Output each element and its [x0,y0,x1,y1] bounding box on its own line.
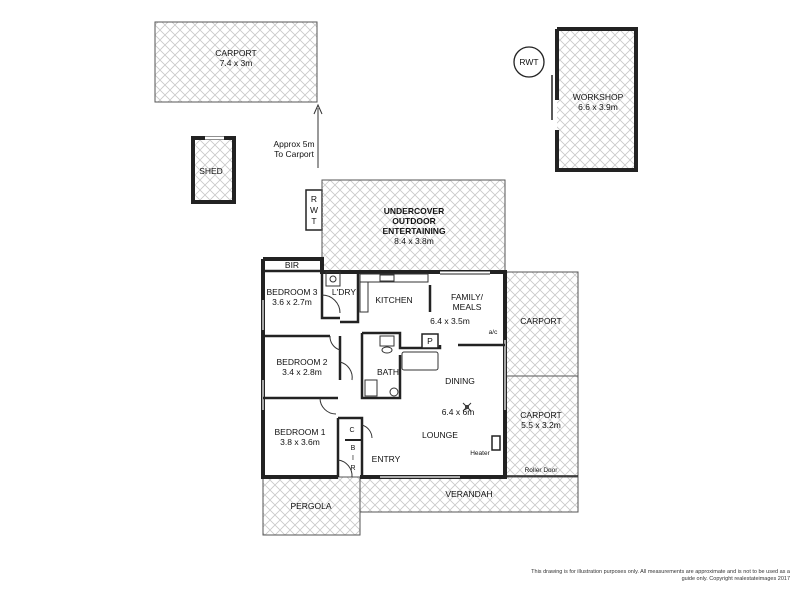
carport-right-size: 5.5 x 3.2m [521,420,561,430]
pantry-label: P [427,336,433,346]
bir-side-b: B [351,445,356,452]
bir-side-r: R [350,465,355,472]
rwt-tank: R W T [305,189,323,231]
kitchen-label: KITCHEN [375,295,412,305]
pergola: PERGOLA [262,476,361,536]
dining-size: 6.4 x 6m [442,407,475,417]
family-line2: MEALS [453,302,482,312]
bedroom1-name: BEDROOM 1 [274,427,325,437]
room-labels: BIR BEDROOM 3 3.6 x 2.7m L'DRY KITCHEN F… [266,260,498,472]
shed-label: SHED [199,166,223,176]
laundry-label: L'DRY [332,287,356,297]
rwt-tank-t: T [311,216,316,226]
fixtures: P [319,271,472,478]
carport-top-size: 7.4 x 3m [220,58,253,68]
rwt-tank-w: W [310,205,318,215]
workshop-size: 6.6 x 3.9m [578,102,618,112]
entry-label: ENTRY [372,454,401,464]
undercover-line2: OUTDOOR [392,216,435,226]
workshop: WORKSHOP 6.6 x 3.9m [551,27,638,172]
pergola-label: PERGOLA [290,501,331,511]
bedroom3-size: 3.6 x 2.7m [272,297,312,307]
bir-side-i: I [352,455,354,462]
bedroom2-size: 3.4 x 2.8m [282,367,322,377]
bath-label: BATH [377,367,399,377]
rwt-circle-label: RWT [519,57,538,67]
disclaimer: This drawing is for illustration purpose… [531,569,791,582]
family-size: 6.4 x 3.5m [430,316,470,326]
shed: SHED [191,136,236,204]
carport-top: CARPORT 7.4 x 3m [154,21,318,103]
undercover-size: 8.4 x 3.8m [394,236,434,246]
bedroom1-size: 3.8 x 3.6m [280,437,320,447]
carport-top-name: CARPORT [215,48,256,58]
undercover-line1: UNDERCOVER [384,206,444,216]
bedroom2-name: BEDROOM 2 [276,357,327,367]
family-line1: FAMILY/ [451,292,484,302]
carport-side: CARPORT [504,271,579,377]
bedroom3-name: BEDROOM 3 [266,287,317,297]
cupboard-label: C [349,427,354,434]
lounge-label: LOUNGE [422,430,458,440]
dining-label: DINING [445,376,475,386]
rwt-circle: RWT [513,46,545,78]
bir-top-label: BIR [285,260,299,270]
interior-walls [263,259,505,477]
disclaimer-line2: guide only. Copyright realestateimages 2… [682,576,790,582]
undercover-line3: ENTERTAINING [382,226,446,236]
undercover-entertaining: UNDERCOVER OUTDOOR ENTERTAINING 8.4 x 3.… [321,179,506,273]
ac-label: a/c [489,329,498,336]
workshop-name: WORKSHOP [573,92,624,102]
heater-label: Heater [470,450,490,457]
verandah: VERANDAH [359,476,579,513]
verandah-label: VERANDAH [445,489,492,499]
carport-right: CARPORT 5.5 x 3.2m Roller Door [504,375,579,477]
approx-line2: To Carport [274,149,314,159]
rwt-tank-r: R [311,194,317,204]
approx-line1: Approx 5m [273,139,314,149]
disclaimer-line1: This drawing is for illustration purpose… [531,569,791,575]
carport-side-name: CARPORT [520,316,561,326]
approx-note: Approx 5m To Carport [273,103,323,168]
house-walls [261,257,507,479]
carport-right-name: CARPORT [520,410,561,420]
roller-door-label: Roller Door [525,467,559,474]
